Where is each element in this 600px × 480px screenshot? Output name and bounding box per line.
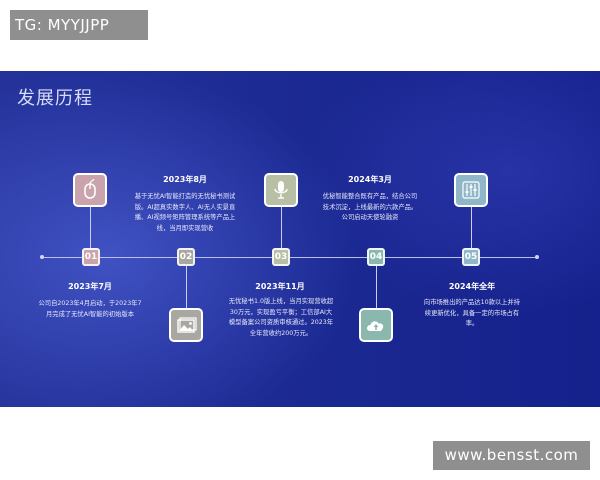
milestone-2-line-4: 线，当月即实现营收 (156, 224, 214, 232)
timeline-start-dot (40, 255, 44, 259)
cloud-upload-icon (367, 321, 384, 331)
milestone-4-marker: 04 (367, 248, 385, 266)
milestone-5-connector (471, 207, 472, 249)
milestone-4-date: 2024年3月 (348, 175, 392, 184)
milestone-3-date: 2023年11月 (255, 282, 305, 291)
computer-mouse-icon (84, 178, 96, 199)
milestone-1-line-1: 公司自2023年4月启动，于2023年7 (38, 300, 142, 307)
milestone-2-line-1: 基于无忧AI智能打造的无忧秘书测试 (134, 193, 236, 200)
milestone-3-line-3: 模型备案公司资质审核通过。2023年 (228, 319, 334, 326)
milestone-2-icon-box (169, 308, 203, 342)
milestone-5-marker: 05 (462, 248, 480, 266)
milestone-3-icon-box (264, 173, 298, 207)
milestone-4-icon-box (359, 308, 393, 342)
milestone-5-date: 2024年全年 (448, 282, 496, 291)
milestone-3-connector (281, 207, 282, 249)
image-gallery-icon (177, 317, 197, 333)
slide-title: 发展历程 (17, 88, 93, 109)
milestone-3-description: 无忧秘书1.0版上线，当月实现营收超 30万元，实现盈亏平衡；工信部AI大 模型… (216, 297, 346, 339)
watermark-bottom: www.bensst.com (433, 441, 590, 470)
milestone-2-date: 2023年8月 (163, 175, 207, 184)
milestone-4-line-2: 技术沉淀，上线最新的六款产品。 (322, 203, 418, 211)
microphone-icon (274, 181, 288, 199)
milestone-3-line-1: 无忧秘书1.0版上线，当月实现营收超 (228, 298, 334, 305)
milestone-5-line-3: 率。 (465, 320, 479, 327)
milestone-4-line-3: 公司启动天使轮融资 (341, 214, 399, 221)
milestone-5-line-1: 向市场推出的产品达10款以上并持 (423, 299, 521, 306)
milestone-1-connector (90, 207, 91, 249)
milestone-5-description: 向市场推出的产品达10款以上并持 续更新优化，具备一定的市场占有 率。 (410, 298, 534, 330)
milestone-1-icon-box (73, 173, 107, 207)
milestone-1-marker: 01 (82, 248, 100, 266)
timeline-end-dot (535, 255, 539, 259)
milestone-2-line-3: 播、AI视频号矩阵管理系统等产品上 (134, 214, 236, 221)
milestone-2-connector (186, 266, 187, 308)
milestone-2-marker: 02 (177, 248, 195, 266)
milestone-2-description: 基于无忧AI智能打造的无忧秘书测试 版。AI超真实数字人、AI无人实景直 播、A… (120, 192, 250, 234)
milestone-4-connector (376, 266, 377, 308)
milestone-3-line-4: 全年营收约200万元。 (249, 329, 313, 337)
milestone-4-description: 优秘智能整合既有产品，结合公司 技术沉淀，上线最新的六款产品。 公司启动天使轮融… (312, 192, 428, 224)
milestone-3-line-2: 30万元，实现盈亏平衡；工信部AI大 (229, 308, 333, 316)
milestone-1-line-2: 月完成了无忧AI智能的初始版本 (45, 310, 135, 318)
milestone-3-marker: 03 (272, 248, 290, 266)
milestone-5-icon-box (454, 173, 488, 207)
milestone-2-line-2: 版。AI超真实数字人、AI无人实景直 (134, 203, 236, 211)
timeline-slide: 发展历程 01 2023年7月 公司自2023年4月启动，于2023年7 月完成… (0, 71, 600, 407)
equalizer-sliders-icon (462, 181, 480, 199)
milestone-1-date: 2023年7月 (68, 282, 112, 291)
milestone-4-line-1: 优秘智能整合既有产品，结合公司 (322, 193, 418, 200)
watermark-top: TG: MYYJJPP (10, 10, 148, 40)
milestone-1-description: 公司自2023年4月启动，于2023年7 月完成了无忧AI智能的初始版本 (30, 299, 150, 320)
milestone-5-line-2: 续更新优化，具备一定的市场占有 (424, 309, 520, 317)
